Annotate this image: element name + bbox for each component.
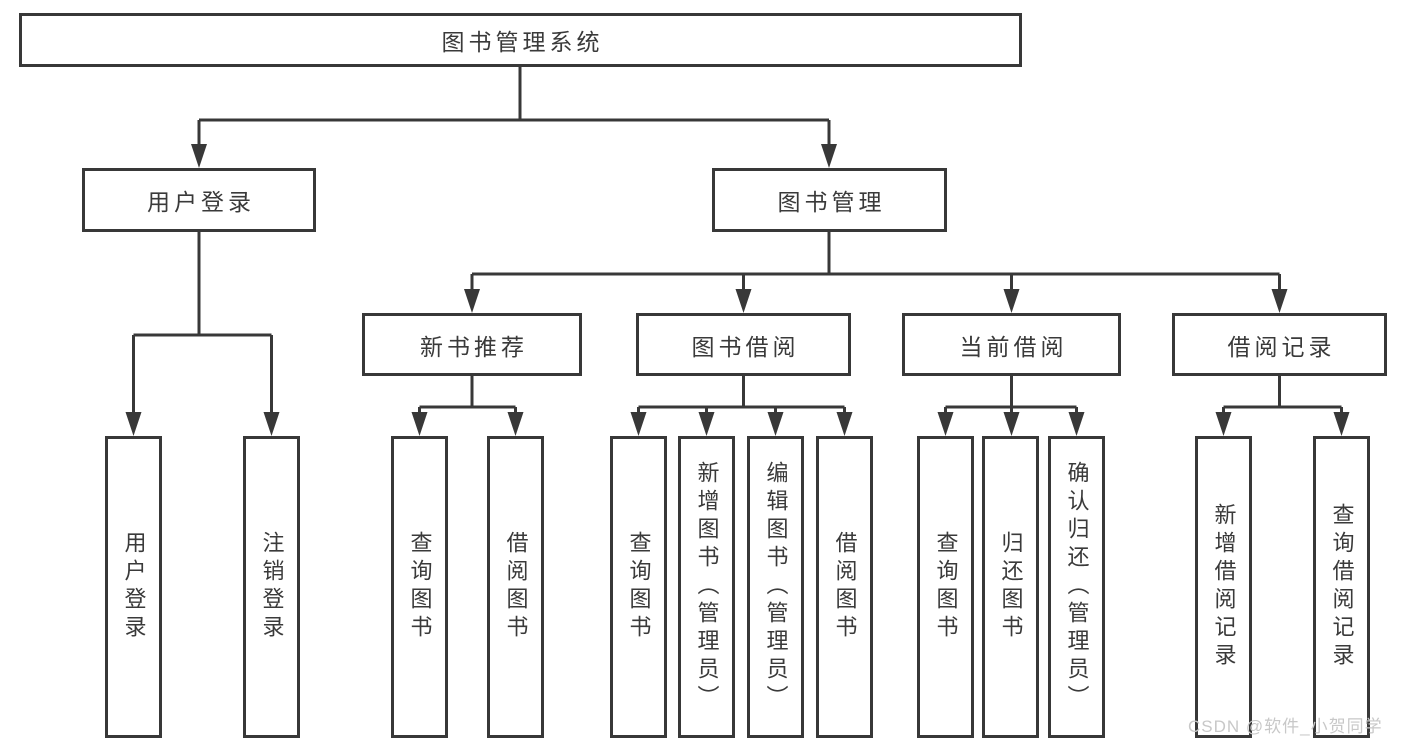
node-new-book-recommend: 新书推荐 <box>362 313 582 376</box>
leaf-borrow-books: 借阅图书 <box>816 436 873 738</box>
connector-book-borrow <box>637 376 846 413</box>
node-label: 借阅记录 <box>1227 333 1336 360</box>
node-borrow-records: 借阅记录 <box>1172 313 1387 376</box>
node-label: 图书借阅 <box>691 333 800 360</box>
leaf-edit-books-admin: 编辑图书（管理员） <box>747 436 804 738</box>
node-label: 归还图书 <box>998 531 1024 643</box>
node-label: 查询图书 <box>407 531 433 643</box>
connector-current-borrow <box>944 376 1078 413</box>
node-label: 查询借阅记录 <box>1329 503 1355 671</box>
node-book-management: 图书管理 <box>712 168 947 232</box>
node-label: 用户登录 <box>147 189 255 215</box>
node-label: 注销登录 <box>259 531 285 643</box>
node-current-borrow: 当前借阅 <box>902 313 1121 376</box>
node-label: 借阅图书 <box>832 531 858 643</box>
leaf-query-books-borrow: 查询图书 <box>610 436 667 738</box>
node-user-login: 用户登录 <box>82 168 316 232</box>
node-label: 借阅图书 <box>503 531 529 643</box>
leaf-logout: 注销登录 <box>243 436 300 738</box>
csdn-watermark: CSDN @软件_小贺同学 <box>1188 717 1383 736</box>
leaf-query-books-current: 查询图书 <box>917 436 974 738</box>
connector-borrow-records <box>1222 376 1343 413</box>
leaf-return-books: 归还图书 <box>982 436 1039 738</box>
leaf-user-login: 用户登录 <box>105 436 162 738</box>
node-label: 新书推荐 <box>420 333 528 360</box>
node-label: 查询图书 <box>626 531 652 643</box>
leaf-confirm-return-admin: 确认归还（管理员） <box>1048 436 1105 738</box>
node-label: 新增图书（管理员） <box>694 461 720 713</box>
connector-new-book-recommend <box>418 376 517 413</box>
leaf-query-books-recommend: 查询图书 <box>391 436 448 738</box>
node-label: 用户登录 <box>121 531 147 643</box>
node-label: 当前借阅 <box>959 333 1068 360</box>
leaf-query-borrow-record: 查询借阅记录 <box>1313 436 1370 738</box>
node-book-borrow: 图书借阅 <box>636 313 851 376</box>
connector-book-management <box>470 232 1281 290</box>
connector-user-login <box>132 232 273 413</box>
node-label: 查询图书 <box>933 531 959 643</box>
arrowheads <box>125 144 1350 436</box>
connector-root <box>197 67 831 145</box>
node-label: 新增借阅记录 <box>1211 503 1237 671</box>
node-root: 图书管理系统 <box>19 13 1022 67</box>
node-label: 图书管理系统 <box>441 29 604 55</box>
leaf-add-borrow-record: 新增借阅记录 <box>1195 436 1252 738</box>
leaf-borrow-books-recommend: 借阅图书 <box>487 436 544 738</box>
node-label: 编辑图书（管理员） <box>763 461 789 713</box>
node-label: 确认归还（管理员） <box>1064 461 1090 713</box>
leaf-add-books-admin: 新增图书（管理员） <box>678 436 735 738</box>
node-label: 图书管理 <box>777 189 886 215</box>
